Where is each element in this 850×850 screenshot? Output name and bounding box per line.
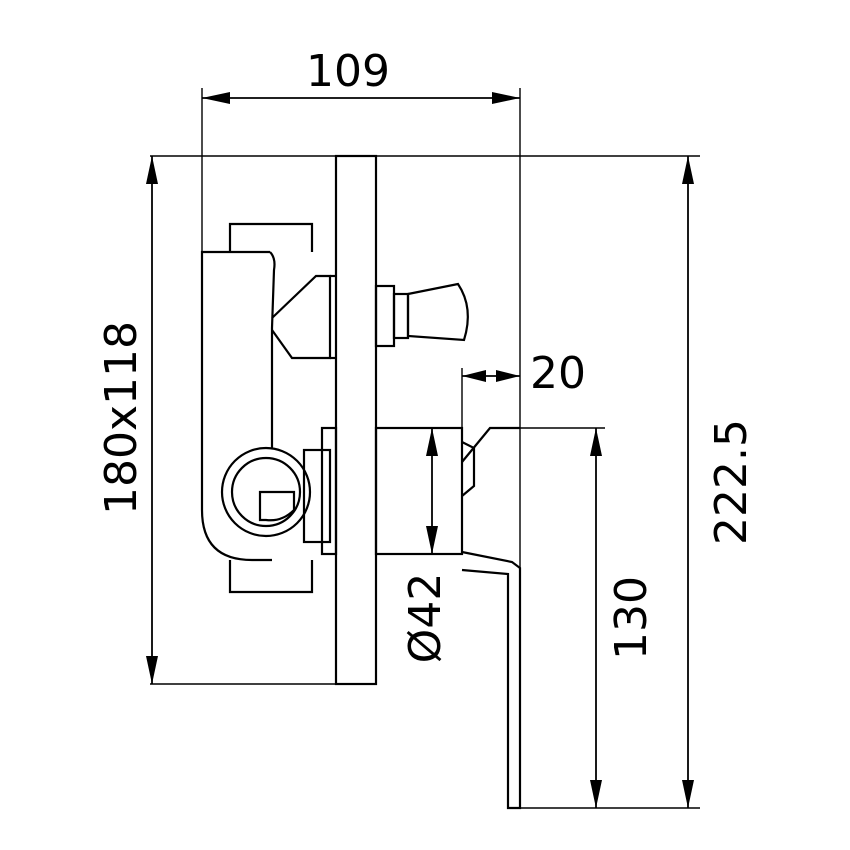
wall-plate (334, 154, 378, 686)
dim-lever (590, 428, 602, 808)
label-depth: 109 (306, 46, 390, 97)
label-lever-offset: 20 (530, 348, 586, 399)
lever-handle (461, 426, 522, 810)
mixer-body (374, 426, 464, 556)
dim-diameter (426, 428, 438, 554)
connection-stub (302, 426, 338, 556)
diverter-knob (374, 282, 469, 348)
cartridge-circle (220, 446, 312, 538)
dim-plate (146, 156, 158, 684)
dim-depth (202, 92, 520, 104)
label-plate-size: 180x118 (96, 321, 147, 515)
label-body-diameter: Ø42 (400, 573, 451, 664)
extension-lines (150, 88, 700, 809)
dim-height (682, 156, 694, 808)
label-total-height: 222.5 (706, 419, 757, 545)
label-lever-length: 130 (606, 576, 657, 660)
valve-housing (200, 222, 336, 594)
dim-offset (462, 370, 520, 382)
